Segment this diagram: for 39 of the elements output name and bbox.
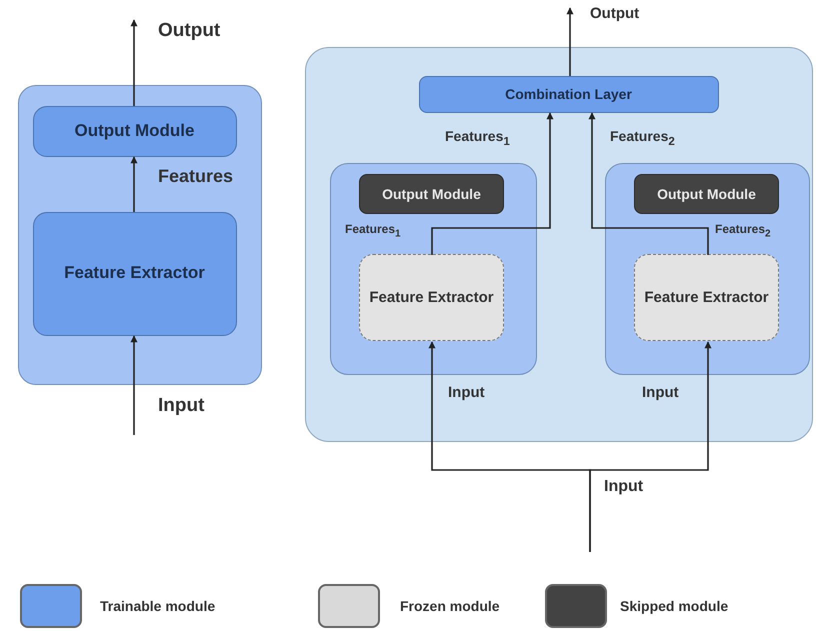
arrow	[130, 335, 138, 435]
arrow	[566, 7, 574, 76]
skipped-module-box	[634, 174, 779, 214]
module-name: Output Module	[74, 120, 194, 142]
skipped-module-box	[359, 174, 504, 214]
signal-label: Features$_{1}$	[345, 222, 401, 240]
module-name: Output Module	[382, 186, 481, 202]
model-panel	[305, 47, 813, 442]
signal-label: Features$_{2}$	[715, 222, 771, 240]
module-name: Combination Layer	[505, 86, 632, 102]
arrow	[431, 112, 554, 255]
edge-label: Input	[642, 384, 679, 401]
module-panel	[18, 85, 262, 385]
edge-label: Features$_{1}$	[445, 128, 510, 148]
trainable-module-box	[32, 106, 236, 156]
edge-label: Input	[448, 384, 485, 401]
arrow	[130, 19, 138, 106]
signal-label: Input	[604, 478, 644, 496]
trainable-module-box	[418, 76, 718, 112]
edge-label: Features	[158, 166, 234, 187]
module-name: Feature Extractor	[64, 262, 205, 284]
arrow	[130, 156, 138, 212]
arrow	[589, 341, 712, 552]
module-name: Feature Extractor	[369, 288, 494, 308]
legend-label: Trainable module	[100, 598, 216, 614]
frozen-module-box	[634, 254, 779, 341]
edge-label: Output	[590, 5, 640, 22]
edge-label: Output	[158, 20, 220, 42]
module-name: Output Module	[657, 186, 756, 202]
module-name: Feature Extractor	[644, 288, 769, 308]
legend-label: Frozen module	[400, 598, 500, 614]
edge-label: Features$_{2}$	[610, 128, 675, 148]
arrow	[588, 112, 709, 255]
edge-label: Input	[158, 395, 204, 417]
module-panel	[330, 162, 536, 374]
trainable-module-box	[32, 212, 236, 336]
frozen-module-box	[359, 254, 504, 341]
legend-label: Skipped module	[620, 598, 728, 614]
module-panel	[604, 162, 810, 374]
